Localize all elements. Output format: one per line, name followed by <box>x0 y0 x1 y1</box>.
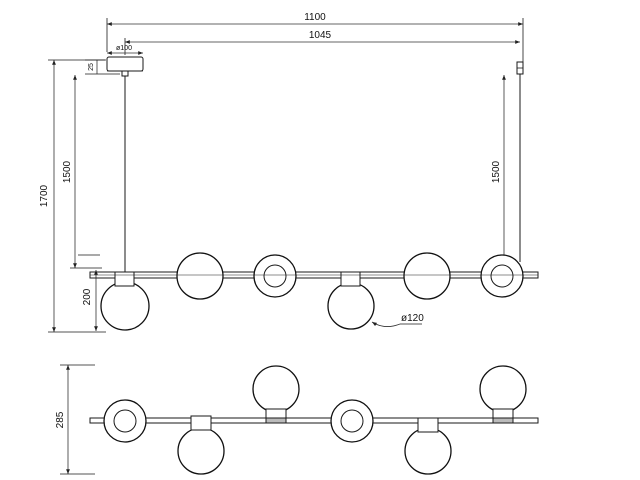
rod-spacing-label: 1045 <box>309 30 332 41</box>
front-globe-2 <box>176 252 224 300</box>
dimension-total-height: 1700 <box>39 59 106 333</box>
right-ceiling-clip <box>516 61 524 75</box>
right-cable-length-label: 1500 <box>491 160 502 183</box>
dimension-right-cable-length: 1500 <box>491 75 506 268</box>
dimension-canopy-diameter: ø100 <box>107 45 143 55</box>
ceiling-canopy <box>106 56 144 77</box>
overall-width-label: 1100 <box>304 12 326 23</box>
front-ring-1 <box>253 254 297 298</box>
plan-rail-bar <box>89 417 539 424</box>
plan-globe-upright-2 <box>479 365 527 424</box>
dimension-left-cable-length: 1500 <box>62 75 102 269</box>
globe-diameter-label: ø120 <box>401 313 424 324</box>
total-height-label: 1700 <box>39 184 50 207</box>
front-globe-3 <box>327 271 375 330</box>
dimension-canopy-height: 25 <box>85 59 120 75</box>
front-ring-2 <box>480 254 524 298</box>
dimension-globe-drop: 200 <box>78 254 100 331</box>
left-cable-length-label: 1500 <box>62 160 73 183</box>
plan-ring-2 <box>330 399 374 443</box>
canopy-height-label: 25 <box>88 63 95 71</box>
plan-globe-hanging-1 <box>177 415 225 475</box>
plan-ring-1 <box>103 399 147 443</box>
globe-drop-label: 200 <box>82 288 93 305</box>
front-elevation <box>89 252 539 331</box>
dimension-overall-width: 1100 <box>106 12 524 62</box>
dimension-rod-spacing: 1045 <box>124 30 520 55</box>
dimension-globe-diameter: ø120 <box>371 313 424 327</box>
dimension-plan-depth: 285 <box>55 364 95 475</box>
plan-view <box>89 365 539 475</box>
plan-globe-upright-1 <box>252 365 300 424</box>
plan-globe-hanging-2 <box>404 417 452 475</box>
front-globe-4 <box>403 252 451 300</box>
canopy-diameter-label: ø100 <box>116 45 132 52</box>
front-globe-1 <box>100 271 150 331</box>
plan-depth-label: 285 <box>55 411 66 428</box>
